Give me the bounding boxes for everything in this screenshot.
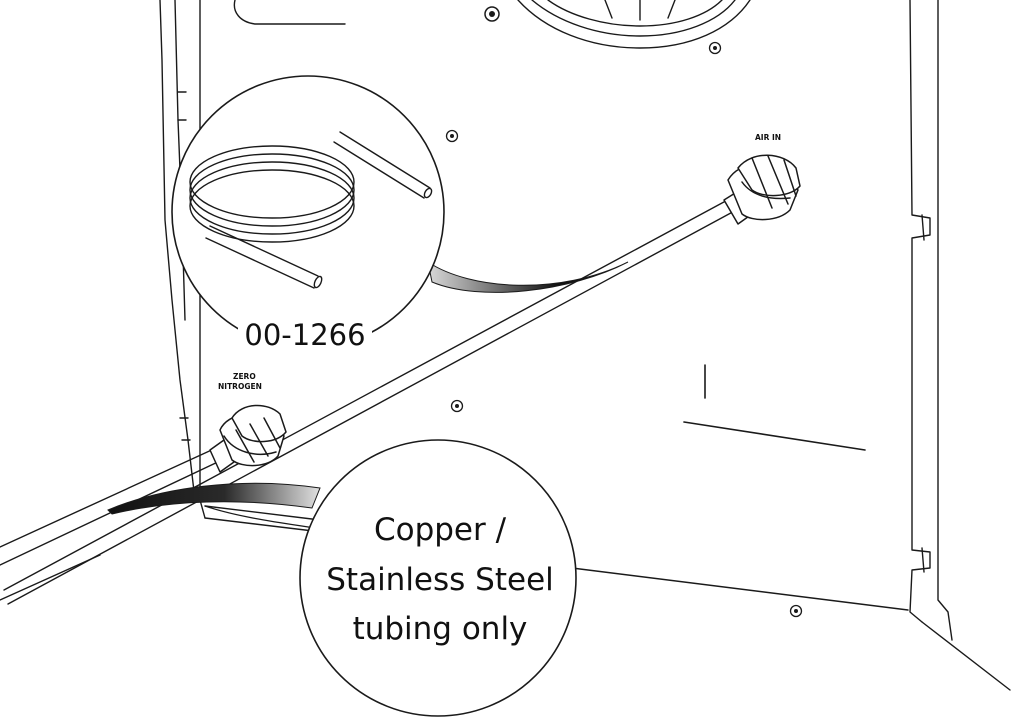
part-number-label: 00-1266 [244, 318, 365, 352]
zero-nitrogen-fitting [209, 404, 287, 473]
zero-nitrogen-label-line2: NITROGEN [218, 382, 262, 391]
screw-mid-left [445, 129, 459, 143]
screw-top-right [708, 41, 722, 55]
part-callout-pointer [427, 260, 629, 293]
air-in-label: AIR IN [755, 133, 781, 142]
screw-center [450, 399, 464, 413]
coiled-tubing-illustration [189, 131, 433, 289]
zero-nitrogen-label-line1: ZERO [233, 372, 256, 381]
screw-bottom-right [789, 604, 803, 618]
air-in-tubing [3, 195, 741, 605]
tubing-note-line2: Stainless Steel [326, 562, 554, 598]
tubing-note-line3: tubing only [353, 611, 528, 647]
zero-nitrogen-tubing [0, 447, 223, 601]
screw-top-center [484, 6, 500, 22]
air-in-fitting [723, 154, 801, 225]
tubing-note-circle: Copper / Stainless Steel tubing only [299, 439, 577, 717]
mounting-screws [445, 6, 803, 618]
panel-markings [683, 364, 866, 451]
part-callout-circle: 00-1266 [171, 75, 445, 352]
tubing-note-line1: Copper / [374, 512, 507, 548]
tubing-note-pointer [107, 482, 321, 515]
fan-grille [233, 0, 751, 49]
